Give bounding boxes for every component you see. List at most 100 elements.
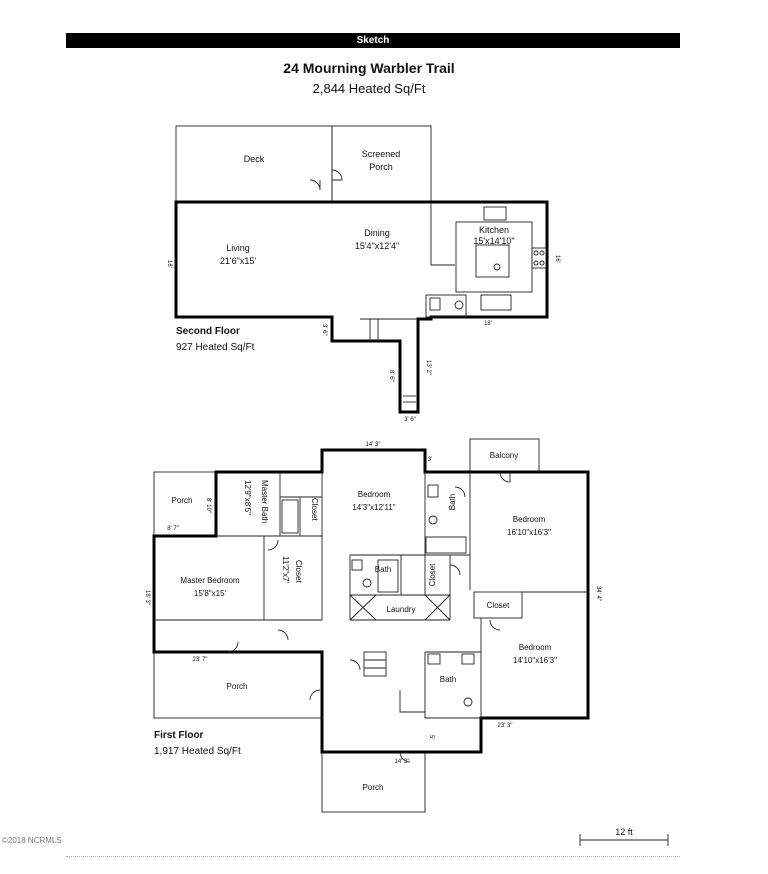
master-bedroom-label: Master Bedroom bbox=[180, 576, 239, 585]
range-burner-1 bbox=[533, 250, 539, 256]
bathtub-mid bbox=[377, 559, 399, 593]
master-closet-label: Closet bbox=[294, 560, 303, 583]
living-dimensions: 21'6"x15' bbox=[220, 256, 256, 266]
bedroom-center-dimensions: 14'3"x12'11" bbox=[352, 503, 395, 512]
bath-mid-label: Bath bbox=[375, 565, 391, 574]
closet-se-door bbox=[489, 619, 501, 631]
second-floor-outline bbox=[174, 200, 549, 414]
toilet-s-2 bbox=[461, 653, 475, 665]
master-bedroom-door bbox=[277, 629, 289, 641]
porch-nw-label: Porch bbox=[172, 496, 193, 505]
kitchen-dimensions: 15'x14'10" bbox=[473, 236, 514, 246]
hall-door-s bbox=[349, 659, 361, 671]
footer-divider bbox=[66, 856, 680, 857]
second-floor-area: 927 Heated Sq/Ft bbox=[176, 342, 255, 353]
sketch-header-label: Sketch bbox=[356, 35, 390, 46]
property-address: 24 Mourning Warbler Trail bbox=[283, 60, 455, 76]
first-floor-stair bbox=[363, 651, 387, 677]
porch-s-outline bbox=[321, 751, 426, 813]
bedroom-ne-dimensions: 16'10"x16'3" bbox=[507, 528, 551, 537]
half-bath-sink bbox=[454, 300, 464, 310]
second-floor-plan: Deck Screened Porch Dining 15'4"x12'4" L… bbox=[166, 125, 560, 423]
second-floor-step-dim: 3' 6" bbox=[321, 324, 327, 336]
closet-se-outline bbox=[473, 591, 523, 619]
porch-w-bottom-dim: 23' 7" bbox=[193, 657, 208, 663]
kitchen-island bbox=[475, 244, 510, 278]
screened-porch-label-1: Screened bbox=[362, 149, 401, 159]
stair-length-dim: 13' 2" bbox=[425, 360, 431, 375]
sketch-header-bar: Sketch bbox=[66, 33, 680, 48]
toilet-center bbox=[427, 484, 439, 498]
bedroom-se-label: Bedroom bbox=[519, 643, 552, 652]
stair-width-dim: 3' 6" bbox=[404, 417, 416, 423]
deck-label: Deck bbox=[244, 154, 265, 164]
closet-mid-label: Closet bbox=[428, 563, 437, 586]
closet-se-label: Closet bbox=[487, 601, 510, 610]
range-burner-4 bbox=[539, 260, 545, 266]
scale-bar-label: 12 ft bbox=[615, 827, 633, 837]
copyright-text: ©2018 NCRMLS bbox=[2, 836, 62, 845]
dining-label: Dining bbox=[364, 228, 390, 238]
stair-rail-s bbox=[399, 690, 425, 713]
balcony-label: Balcony bbox=[490, 451, 518, 460]
second-floor-title: Second Floor bbox=[176, 326, 240, 337]
bedroom-se-dimensions: 14'10"x16'3" bbox=[513, 656, 557, 665]
second-floor-bottom-dim: 18' bbox=[484, 321, 492, 327]
screened-porch-door bbox=[331, 169, 343, 181]
second-floor-right-dim: 16' bbox=[554, 255, 560, 263]
porch-w-label: Porch bbox=[227, 682, 248, 691]
master-bath-label: Master Bath bbox=[260, 480, 269, 523]
master-bath-dimensions: 12'9"x8'5" bbox=[243, 480, 252, 515]
toilet-s-1 bbox=[427, 653, 441, 665]
sink-center bbox=[428, 515, 438, 525]
toilet-mid bbox=[351, 559, 363, 571]
bath-center-label: Bath bbox=[448, 494, 457, 510]
bath-s-outline bbox=[424, 651, 481, 719]
porch-w-door bbox=[227, 641, 239, 653]
sink-mid bbox=[362, 578, 372, 588]
first-floor-right-dim: 34' 4" bbox=[595, 586, 601, 601]
first-floor-title: First Floor bbox=[154, 730, 204, 741]
kitchen-appliance bbox=[480, 294, 512, 311]
kitchen-island-sink bbox=[493, 263, 501, 271]
bath-s-label: Bath bbox=[440, 675, 456, 684]
laundry-dryer bbox=[424, 594, 451, 621]
bedroom-center-label: Bedroom bbox=[358, 490, 391, 499]
first-floor-left-dim: 18' 3" bbox=[144, 590, 150, 605]
porch-s-door bbox=[399, 751, 411, 763]
first-floor-top-small-dim: 3' bbox=[428, 457, 432, 463]
range-burner-3 bbox=[533, 260, 539, 266]
scale-bar: 12 ft bbox=[579, 827, 669, 846]
sink-s bbox=[463, 697, 473, 707]
dining-dimensions: 15'4"x12'4" bbox=[355, 241, 399, 251]
closet-mid-door bbox=[449, 564, 461, 576]
bath-center-door bbox=[454, 486, 466, 498]
kitchen-label: Kitchen bbox=[479, 225, 509, 235]
porch-w-door-2 bbox=[309, 689, 321, 701]
porch-s-label: Porch bbox=[363, 783, 384, 792]
kitchen-sink bbox=[483, 206, 507, 221]
master-closet-dimensions: 11'2"x7' bbox=[281, 556, 290, 584]
second-floor-left-dim: 18' bbox=[166, 260, 172, 268]
master-bedroom-dimensions: 15'8"x15' bbox=[194, 589, 227, 598]
master-bath-tub bbox=[281, 499, 299, 534]
kitchen-wall bbox=[430, 202, 455, 266]
laundry-label: Laundry bbox=[387, 605, 416, 614]
stair-height-dim: 8' 6" bbox=[388, 370, 394, 382]
deck-door bbox=[309, 179, 321, 191]
kitchen-range bbox=[531, 247, 547, 269]
first-floor-small-5-dim: 5' bbox=[428, 735, 434, 739]
first-floor-right-bottom-dim: 23' 3" bbox=[498, 723, 513, 729]
half-bath-wall bbox=[425, 294, 467, 318]
master-closet-door bbox=[267, 539, 279, 551]
bedroom-ne-label: Bedroom bbox=[513, 515, 546, 524]
range-burner-2 bbox=[539, 250, 545, 256]
half-bath-toilet bbox=[429, 297, 441, 311]
porch-nw-height-dim: 8' 10" bbox=[205, 498, 211, 513]
first-floor-area: 1,917 Heated Sq/Ft bbox=[154, 746, 241, 757]
bathtub-center bbox=[425, 536, 467, 554]
first-floor-plan: Balcony Porch Master Bath 12'9"x8'5" Clo… bbox=[144, 438, 601, 813]
laundry-washer bbox=[349, 594, 377, 621]
deck-outline bbox=[175, 125, 333, 203]
